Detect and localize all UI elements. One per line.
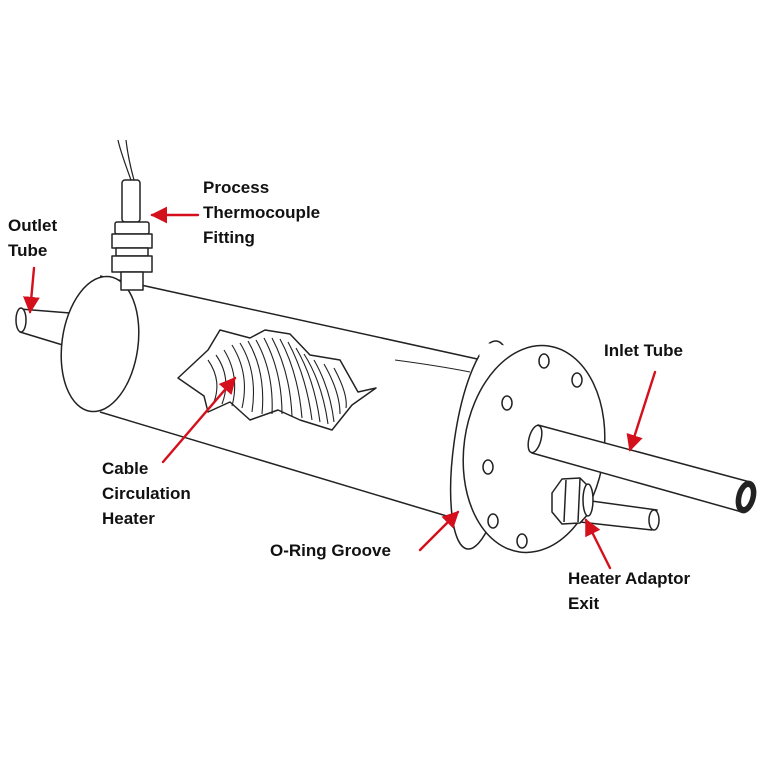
inlet-tube (527, 424, 757, 514)
label-line: Outlet (8, 216, 58, 235)
label-line: Heater (102, 509, 155, 528)
label-line: Circulation (102, 484, 191, 503)
label-line: Heater Adaptor (568, 569, 691, 588)
oring-arrow (418, 510, 460, 552)
heater-adaptor-exit (551, 477, 660, 531)
label-cable-circulation-heater: Cable Circulation Heater (102, 456, 191, 531)
outlet-arrow (23, 266, 40, 314)
label-line: Tube (8, 241, 48, 260)
label-line: Inlet Tube (604, 341, 684, 360)
label-line: Exit (568, 594, 600, 613)
label-thermocouple-fitting: Process Thermocouple Fitting (203, 175, 320, 250)
cable-heater-cutaway (177, 329, 377, 431)
heater-arrow (161, 376, 237, 464)
label-line: Process (203, 178, 270, 197)
adaptor-arrow (584, 518, 612, 570)
label-line: O-Ring Groove (270, 541, 391, 560)
label-inlet-tube: Inlet Tube (604, 338, 683, 363)
flange-bolt-holes (482, 353, 583, 549)
label-outlet-tube: Outlet Tube (8, 213, 57, 263)
label-heater-adaptor-exit: Heater Adaptor Exit (568, 566, 690, 616)
outlet-tube (15, 307, 71, 347)
label-oring-groove: O-Ring Groove (270, 538, 391, 563)
label-line: Thermocouple (203, 203, 321, 222)
inlet-arrow (626, 370, 657, 452)
label-line: Cable (102, 459, 149, 478)
label-line: Fitting (203, 228, 255, 247)
thermocouple-fitting (111, 139, 153, 291)
